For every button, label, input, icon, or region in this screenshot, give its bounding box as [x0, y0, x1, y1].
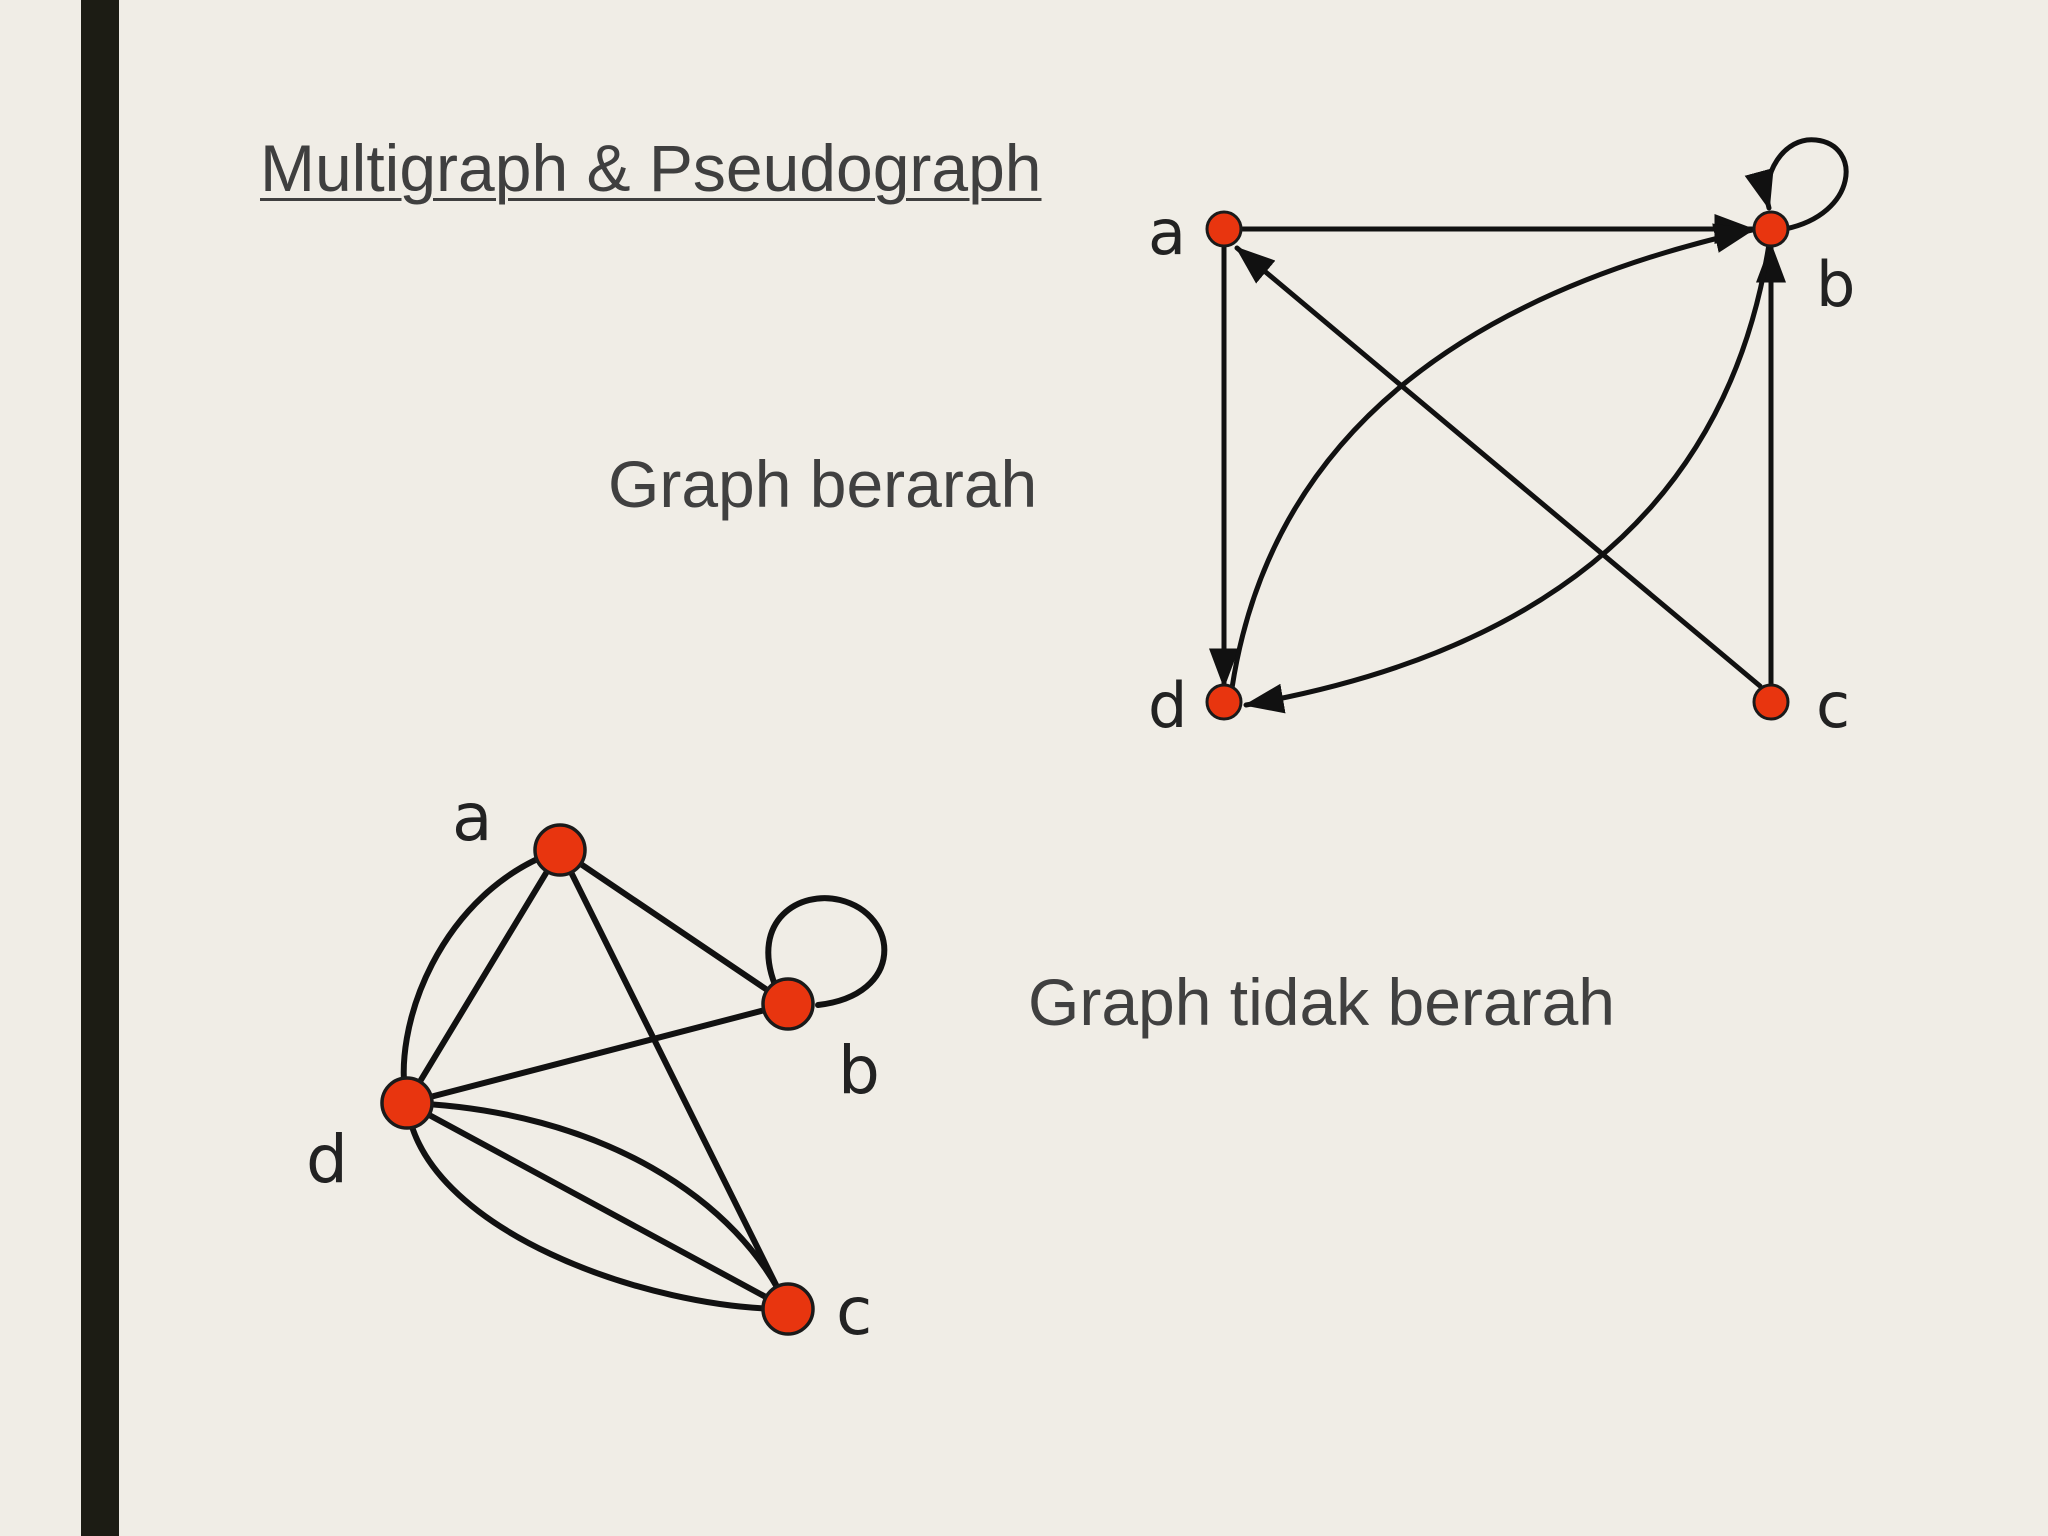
undirected-edge-a-d: [404, 847, 563, 1106]
directed-edge-b-d: [1243, 241, 1772, 714]
directed-vertex-d-label: d: [1148, 669, 1187, 742]
undirected-graph-caption: Graph tidak berarah: [1028, 965, 1616, 1039]
directed-loop-b: [1744, 137, 1849, 232]
directed-vertex-b: [1752, 210, 1790, 248]
undirected-edge-d-c-lower: [404, 1100, 791, 1313]
undirected-graph: a b c d: [306, 779, 888, 1350]
undirected-edge-a-d-curved: [400, 847, 563, 1106]
undirected-vertex-a-label: a: [452, 779, 492, 856]
directed-vertex-a-label: a: [1148, 196, 1186, 269]
undirected-vertex-c-label: c: [836, 1273, 872, 1350]
undirected-vertex-d: [380, 1076, 434, 1130]
directed-vertex-c-label: c: [1816, 669, 1850, 742]
directed-graph-caption: Graph berarah: [608, 447, 1038, 521]
undirected-edge-a-b: [557, 847, 791, 1007]
undirected-vertex-d-label: d: [306, 1121, 348, 1198]
directed-edge-c-a: [1234, 245, 1763, 689]
directed-vertex-d: [1205, 683, 1243, 721]
undirected-vertex-c: [761, 1282, 815, 1336]
undirected-edge-d-c: [404, 1100, 791, 1312]
undirected-vertex-b-label: b: [838, 1032, 880, 1109]
undirected-edge-d-b: [404, 1001, 791, 1106]
undirected-vertex-b: [761, 977, 815, 1031]
directed-vertex-b-label: b: [1816, 248, 1855, 321]
directed-vertex-c: [1752, 683, 1790, 721]
directed-graph: a b c d: [1148, 137, 1855, 742]
directed-edge-d-b: [1229, 223, 1755, 691]
undirected-loop-b: [765, 895, 888, 1008]
slide-title: Multigraph & Pseudograph: [260, 131, 1042, 205]
undirected-edge-a-c: [557, 847, 791, 1312]
undirected-edge-d-c-upper: [404, 1100, 791, 1312]
directed-vertex-a: [1205, 210, 1243, 248]
left-accent-bar: [81, 0, 119, 1536]
undirected-vertex-a: [533, 823, 587, 877]
